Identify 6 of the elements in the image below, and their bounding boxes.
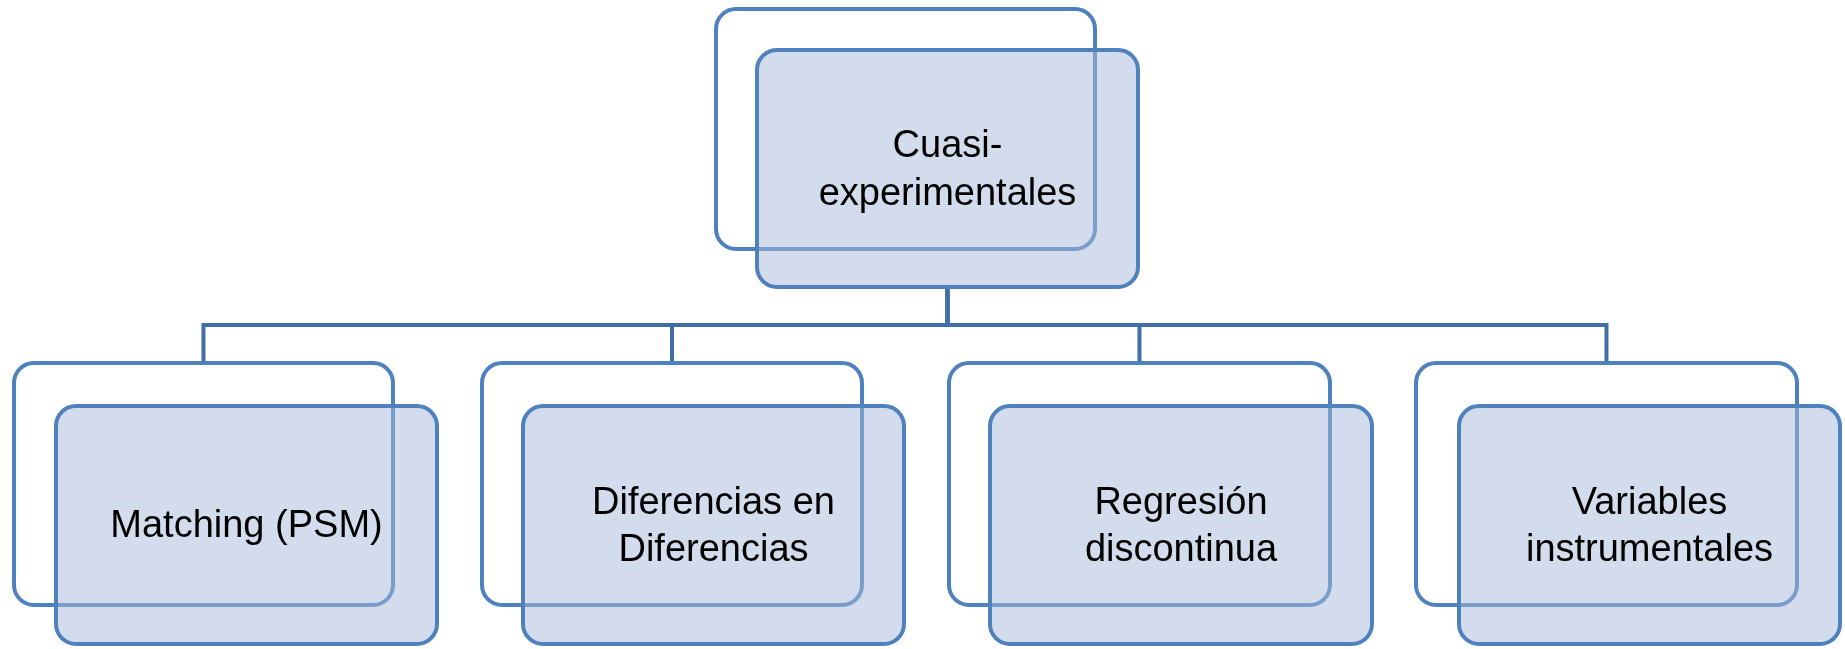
node-label: Variables instrumentales [1524, 478, 1775, 571]
node-label: Cuasi-experimentales [817, 122, 1078, 215]
node-label: Diferencias en Diferencias [591, 478, 836, 571]
node-label: Regresión discontinua [1083, 478, 1279, 571]
connector-line [945, 289, 1609, 361]
node-label: Matching (PSM) [110, 502, 383, 548]
